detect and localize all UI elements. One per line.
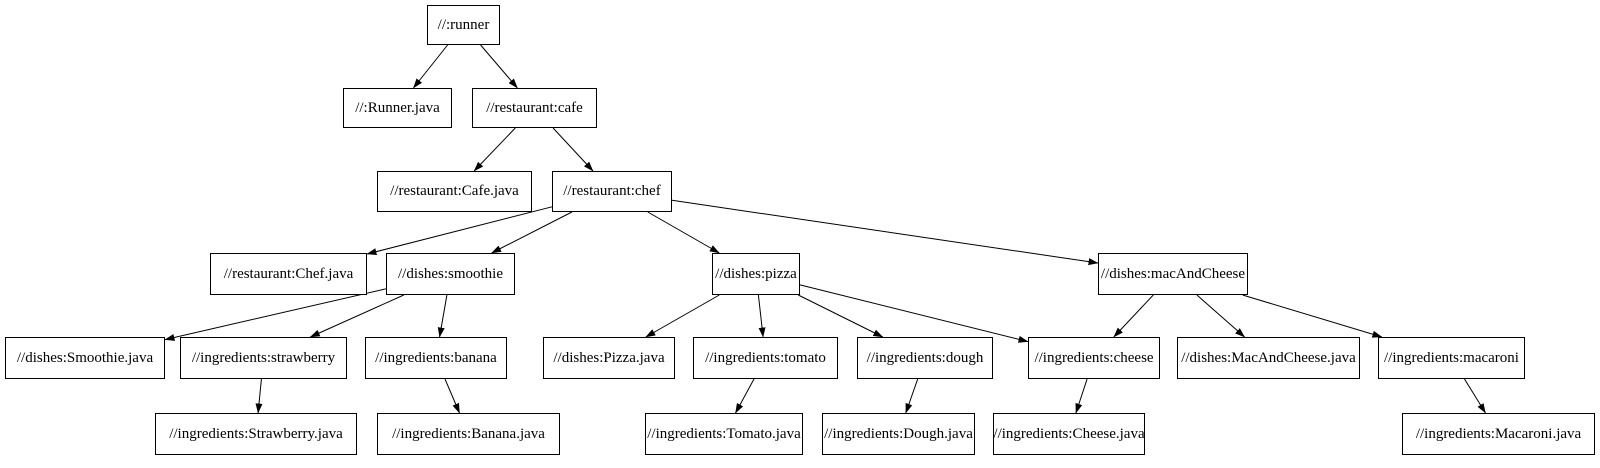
graph-node-strawberry: //ingredients:strawberry [180,337,347,379]
edge-cafe-to-chef [552,127,594,172]
edge-smoothie-to-smoothie-java [164,288,387,341]
graph-node-tomato: //ingredients:tomato [693,337,838,379]
edge-chef-to-mac-and-cheese [671,199,1099,266]
edge-pizza-to-tomato [757,294,766,338]
graph-node-pizza-java: //dishes:Pizza.java [543,337,675,379]
graph-node-smoothie: //dishes:smoothie [386,253,515,295]
edge-chef-to-chef-java [366,206,553,256]
edge-pizza-to-pizza-java [645,294,720,338]
graph-node-smoothie-java: //dishes:Smoothie.java [5,337,165,379]
edge-chef-to-smoothie [491,211,573,254]
edge-pizza-to-cheese [799,284,1029,343]
graph-node-macaroni-java: //ingredients:Macaroni.java [1402,413,1595,455]
graph-node-tomato-java: //ingredients:Tomato.java [645,413,803,455]
edge-mac-and-cheese-to-mac-and-cheese-java [1196,294,1245,338]
graph-node-mac-and-cheese: //dishes:macAndCheese [1098,253,1248,295]
edge-mac-and-cheese-to-cheese [1113,294,1154,338]
edge-pizza-to-dough [798,294,884,338]
graph-node-dough-java: //ingredients:Dough.java [822,413,975,455]
edge-strawberry-to-strawberry-java [255,378,263,414]
graph-node-mac-and-cheese-java: //dishes:MacAndCheese.java [1177,337,1360,379]
graph-node-runner: //:runner [427,5,500,45]
graph-node-runner-java: //:Runner.java [343,88,452,128]
graph-node-banana: //ingredients:banana [365,337,507,379]
graph-node-pizza: //dishes:pizza [712,253,800,295]
edge-macaroni-to-macaroni-java [1464,378,1486,414]
edge-runner-to-runner-java [413,44,448,89]
edge-chef-to-pizza [647,211,720,254]
graph-node-macaroni: //ingredients:macaroni [1378,337,1525,379]
edge-cafe-to-cafe-java [473,127,516,172]
edge-smoothie-to-strawberry [309,294,405,338]
edge-runner-to-cafe [480,44,518,89]
edge-dough-to-dough-java [905,378,919,414]
edge-banana-to-banana-java [444,378,460,414]
graph-node-strawberry-java: //ingredients:Strawberry.java [155,413,357,455]
edge-layer [164,44,1486,414]
graph-node-chef-java: //restaurant:Chef.java [210,253,367,295]
edge-mac-and-cheese-to-macaroni [1242,294,1383,338]
graph-node-cheese-java: //ingredients:Cheese.java [993,413,1145,455]
edge-tomato-to-tomato-java [735,378,755,414]
graph-node-cafe: //restaurant:cafe [472,88,597,128]
graph-node-cheese: //ingredients:cheese [1028,337,1160,379]
graph-node-dough: //ingredients:dough [857,337,993,379]
graph-node-chef: //restaurant:chef [552,171,672,212]
edge-smoothie-to-banana [437,294,448,338]
graph-node-cafe-java: //restaurant:Cafe.java [377,171,532,212]
graph-node-banana-java: //ingredients:Banana.java [377,413,560,455]
edge-cheese-to-cheese-java [1075,378,1088,414]
